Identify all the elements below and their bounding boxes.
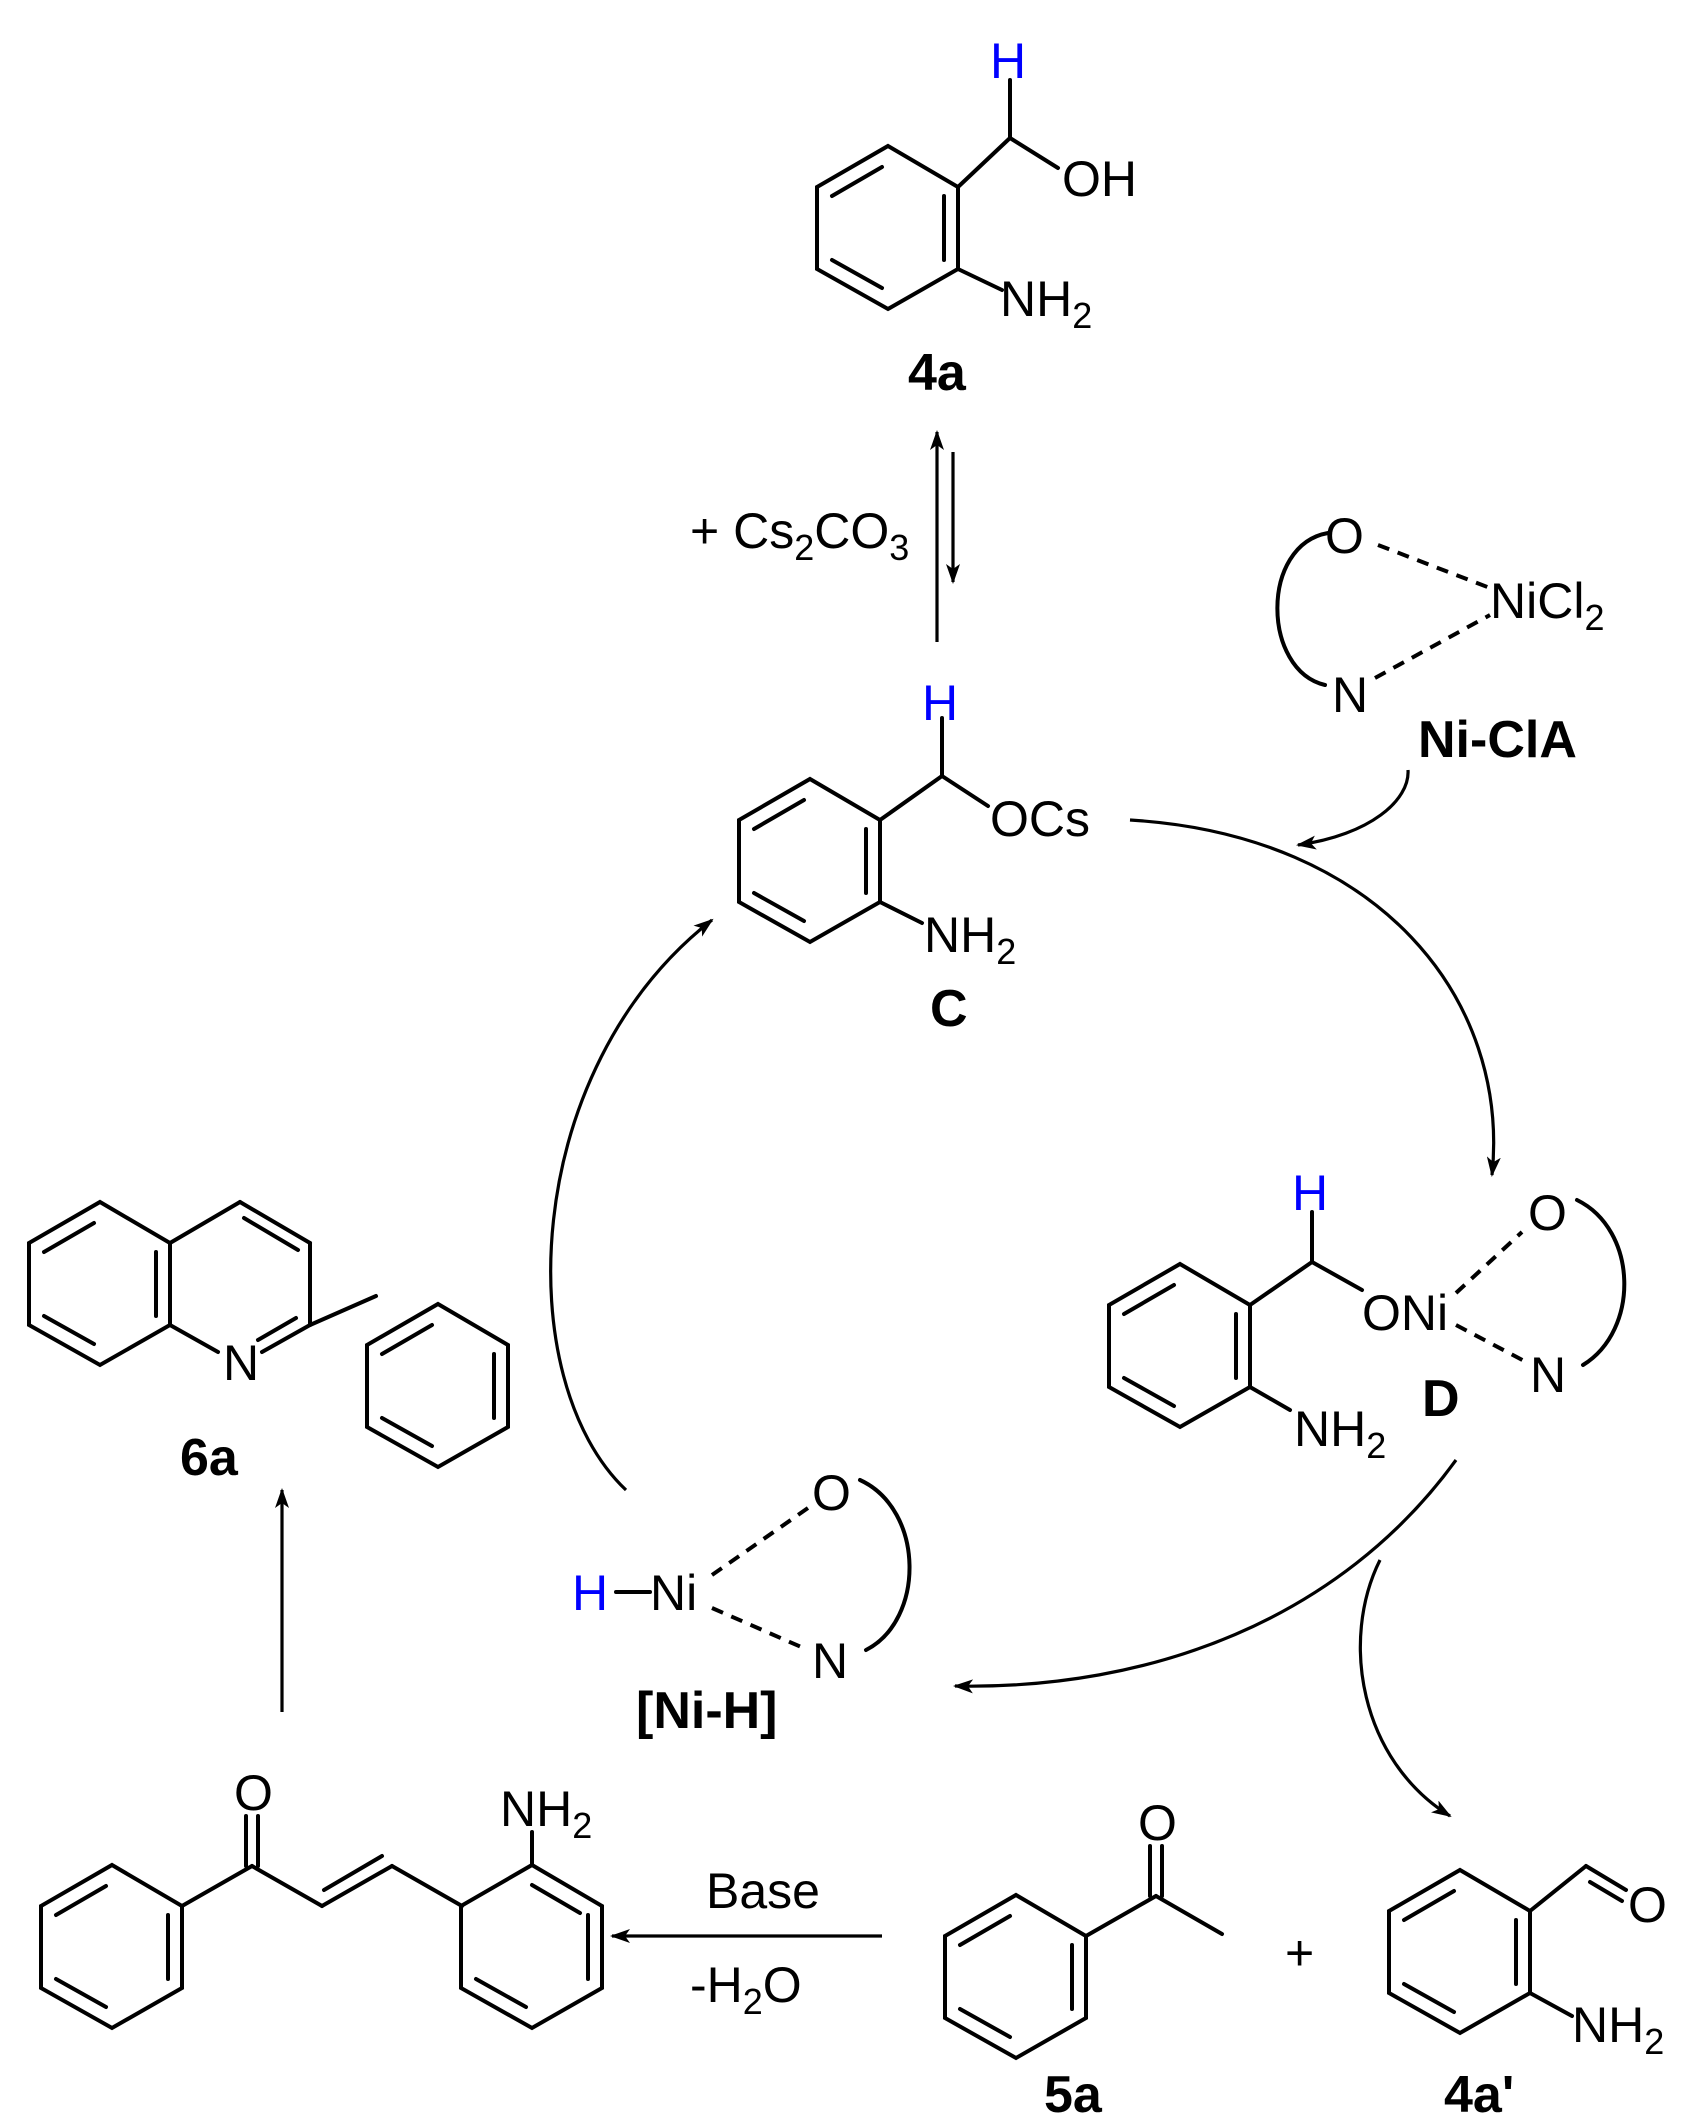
carbonyl-o-label: O [1138, 1795, 1177, 1851]
compound-ni-cla-label: Ni-ClA [1418, 711, 1577, 769]
reagent-cs2co3-sub2: 3 [889, 527, 909, 568]
nicl-subscript: 2 [1584, 597, 1604, 638]
reagent-cs2co3-sub1: 2 [794, 527, 814, 568]
ligand-o-label: O [812, 1465, 851, 1521]
svg-text:NH2: NH2 [500, 1781, 592, 1846]
ocs-label: OCs [990, 791, 1090, 847]
water-prefix: -H [690, 1957, 743, 2013]
svg-text:NH2: NH2 [1572, 1997, 1664, 2062]
compound-ni-h-label: [Ni-H] [636, 1682, 778, 1740]
cycle-arrows [275, 769, 1501, 1818]
compound-4a-label: 4a [908, 344, 967, 402]
compound-6a-label: 6a [180, 1429, 239, 1487]
base-label: Base [706, 1863, 820, 1919]
aldehyde-o-label: O [1628, 1877, 1667, 1933]
compound-5a: O 5a [943, 1795, 1224, 2124]
svg-text:NH2: NH2 [1000, 271, 1092, 336]
compound-d-label: D [1422, 1370, 1460, 1428]
amine-label: NH [500, 1781, 572, 1837]
oni-label: ONi [1362, 1285, 1448, 1341]
quinoline-n-label: N [223, 1335, 259, 1391]
intermediate-d: H ONi O N NH2 D [1107, 1165, 1627, 1466]
intermediate-c: H OCs NH2 C [737, 675, 1090, 1038]
compound-4a: H OH NH2 4a [815, 33, 1137, 402]
amine-subscript: 2 [1072, 295, 1092, 336]
product-6a: N 6a [27, 1199, 510, 1487]
svg-text:+ Cs2CO3: + Cs2CO3 [690, 503, 909, 568]
ligand-n-label: N [812, 1633, 848, 1689]
carbonyl-o-label: O [234, 1765, 273, 1821]
compound-4a-prime: O NH2 4a' [1387, 1864, 1667, 2124]
amine-label: NH [1000, 271, 1072, 327]
plus-sign: + [1285, 1925, 1314, 1981]
catalyst-ni-h: H Ni O N [Ni-H] [572, 1465, 912, 1740]
compound-c-label: C [930, 980, 968, 1038]
svg-text:NH2: NH2 [924, 907, 1016, 972]
ligand-o-label: O [1528, 1185, 1567, 1241]
amine-label: NH [924, 907, 996, 963]
amine-subscript: 2 [1366, 1425, 1386, 1466]
hydride-h-label: H [1292, 1165, 1328, 1221]
compound-5a-label: 5a [1044, 2066, 1103, 2124]
condensation-arrow: Base -H2O [610, 1863, 882, 2022]
amine-label: NH [1294, 1401, 1366, 1457]
amine-subscript: 2 [1644, 2021, 1664, 2062]
compound-4a-prime-label: 4a' [1444, 2066, 1514, 2124]
water-subscript: 2 [743, 1981, 763, 2022]
svg-text:NiCl2: NiCl2 [1490, 573, 1604, 638]
ligand-n-label: N [1332, 667, 1368, 723]
catalyst-ni-cla: O N NiCl2 Ni-ClA [1275, 508, 1604, 769]
reagent-cs2co3-prefix: + Cs [690, 503, 794, 559]
hydride-h-label: H [990, 33, 1026, 89]
amine-label: NH [1572, 1997, 1644, 2053]
equilibrium-arrows: + Cs2CO3 [690, 430, 960, 642]
ligand-o-label: O [1325, 508, 1364, 564]
hydride-h-label: H [572, 1565, 608, 1621]
reagent-cs2co3-mid: CO [814, 503, 889, 559]
hydride-h-label: H [922, 675, 958, 731]
svg-text:-H2O: -H2O [690, 1957, 802, 2022]
nicl-label: NiCl [1490, 573, 1584, 629]
svg-text:NH2: NH2 [1294, 1401, 1386, 1466]
enone-intermediate: O NH2 [39, 1765, 604, 2031]
amine-subscript: 2 [996, 931, 1016, 972]
amine-subscript: 2 [572, 1805, 592, 1846]
hydroxyl-label: OH [1062, 151, 1137, 207]
ni-label: Ni [650, 1565, 697, 1621]
ligand-n-label: N [1530, 1347, 1566, 1403]
water-suffix: O [763, 1957, 802, 2013]
